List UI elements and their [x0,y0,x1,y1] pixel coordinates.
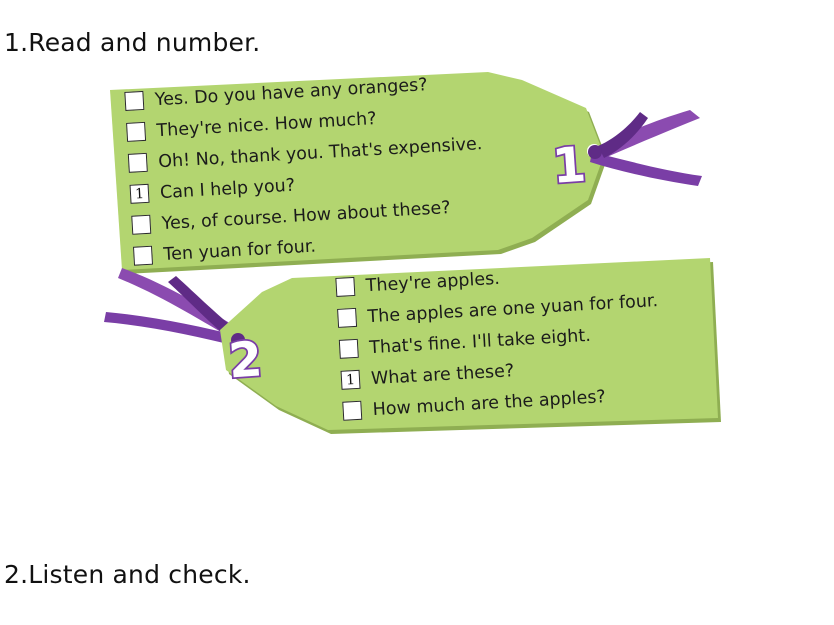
tag-2-sentence-list: They're apples. The apples are one yuan … [335,254,664,427]
number-box[interactable] [338,338,359,359]
tag-1-body [110,72,604,270]
number-box[interactable] [132,245,154,266]
number-box[interactable] [337,307,358,328]
number-box[interactable] [124,90,145,111]
tag-1-sentence-list: Yes. Do you have any oranges? They're ni… [124,66,488,271]
number-box[interactable] [131,214,152,235]
number-box[interactable]: 1 [129,183,150,204]
sentence-text: What are these? [370,360,515,389]
number-box[interactable] [127,152,148,173]
number-box[interactable] [126,121,147,142]
sentence-text: Ten yuan for four. [162,236,317,265]
tag-1: 1 [110,72,702,274]
number-box[interactable]: 1 [340,369,361,390]
tag-1-ribbon [588,110,702,186]
tag-1-number: 1 [550,137,587,195]
sentence-text: Can I help you? [159,175,296,203]
sentence-text: They're apples. [365,268,501,296]
section-1-heading: 1.Read and number. [4,28,261,57]
tag-2-number: 2 [227,331,264,389]
section-2-heading: 2.Listen and check. [4,560,251,589]
number-box[interactable] [335,276,356,297]
tag-2-hole [231,333,245,347]
number-box[interactable] [342,400,363,421]
